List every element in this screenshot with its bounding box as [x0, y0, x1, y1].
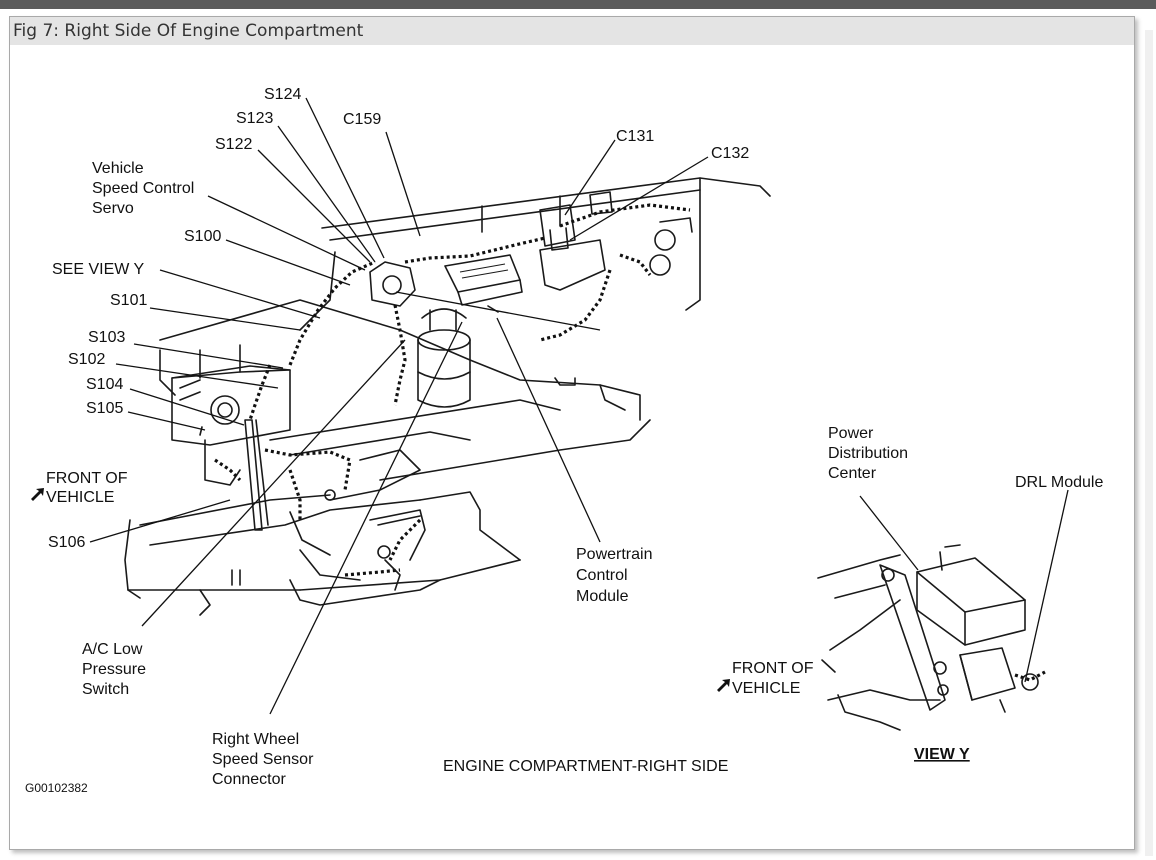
figure-caption: Fig 7: Right Side Of Engine Compartment — [10, 17, 1134, 45]
label-vehicle: VEHICLE — [46, 489, 114, 506]
label-pcm-1: Powertrain — [576, 546, 652, 563]
label-ac-1: A/C Low — [82, 641, 143, 658]
label-pdc-1: Power — [828, 425, 874, 442]
label-s101: S101 — [110, 292, 147, 309]
label-s100: S100 — [184, 228, 221, 245]
label-c132: C132 — [711, 145, 749, 162]
label-c131: C131 — [616, 128, 654, 145]
label-rw-1: Right Wheel — [212, 731, 299, 748]
engine-bay-illustration — [124, 177, 771, 616]
label-s122: S122 — [215, 136, 252, 153]
label-c159: C159 — [343, 111, 381, 128]
label-rw-3: Connector — [212, 771, 286, 788]
view-y-title: VIEW Y — [914, 746, 970, 763]
label-vscs-2: Speed Control — [92, 180, 194, 197]
image-code: G00102382 — [25, 781, 88, 795]
label-s104: S104 — [86, 376, 123, 393]
view-y-illustration — [817, 544, 1046, 731]
label-vscs-3: Servo — [92, 200, 134, 217]
label-vy-front-of: FRONT OF — [732, 660, 814, 677]
label-pdc-3: Center — [828, 465, 877, 482]
label-see-view-y: SEE VIEW Y — [52, 261, 145, 278]
label-drl-module: DRL Module — [1015, 474, 1103, 491]
label-vy-vehicle: VEHICLE — [732, 680, 800, 697]
label-pcm-2: Control — [576, 567, 628, 584]
label-pdc-2: Distribution — [828, 445, 908, 462]
top-bar — [0, 0, 1156, 9]
diagram-labels: S124 S123 C159 S122 C131 C132 Vehicle Sp… — [25, 86, 749, 795]
vy-front-arrow-icon — [717, 679, 730, 692]
frame-shadow — [1145, 30, 1153, 856]
main-title: ENGINE COMPARTMENT-RIGHT SIDE — [443, 758, 728, 775]
figure-frame: Fig 7: Right Side Of Engine Compartment — [9, 16, 1135, 850]
label-s105: S105 — [86, 400, 123, 417]
label-pcm-3: Module — [576, 588, 629, 605]
label-s124: S124 — [264, 86, 301, 103]
label-rw-2: Speed Sensor — [212, 751, 314, 768]
label-s103: S103 — [88, 329, 125, 346]
label-vscs-1: Vehicle — [92, 160, 144, 177]
label-s106: S106 — [48, 534, 85, 551]
label-ac-3: Switch — [82, 681, 129, 698]
front-arrow-icon — [31, 488, 44, 501]
label-ac-2: Pressure — [82, 661, 146, 678]
view-y-leaders — [859, 489, 1069, 683]
label-s123: S123 — [236, 110, 273, 127]
label-s102: S102 — [68, 351, 105, 368]
leader-lines — [89, 97, 709, 715]
view-y-labels: Power Distribution Center DRL Module FRO… — [717, 425, 1103, 763]
label-front-of: FRONT OF — [46, 470, 128, 487]
